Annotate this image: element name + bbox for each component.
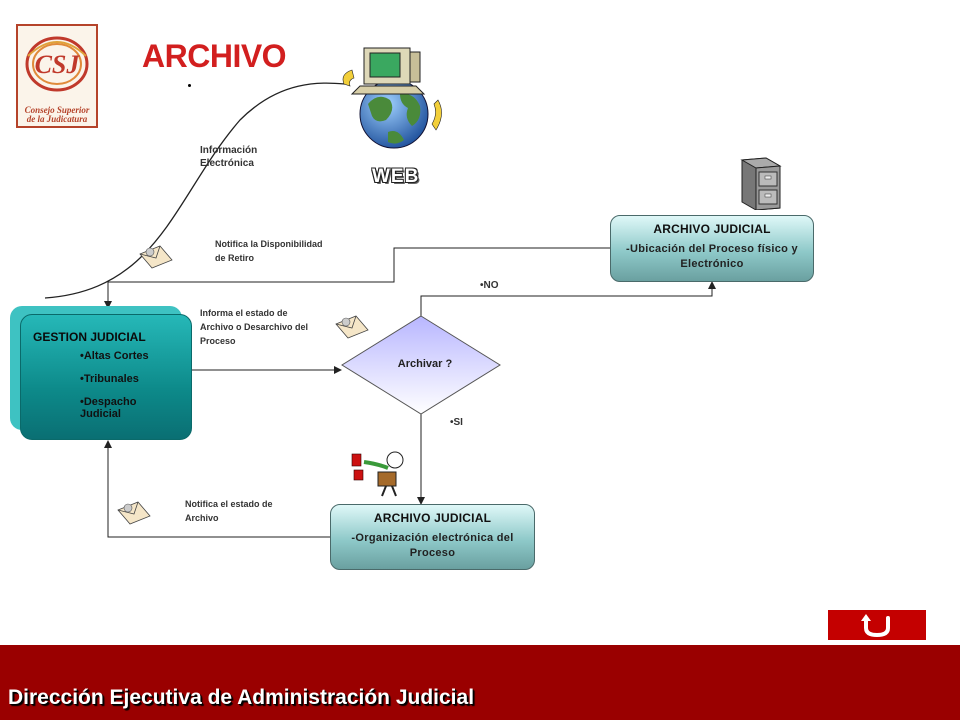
web-label: WEB xyxy=(372,166,420,187)
archivo-top-subtitle: -Ubicación del Proceso físico y Electrón… xyxy=(626,243,798,270)
logo-line1: Consejo Superior xyxy=(24,105,90,115)
line-no xyxy=(420,281,716,318)
line-archivo-to-gestion xyxy=(104,247,610,309)
envelope-icon xyxy=(335,315,369,339)
computer-globe-icon xyxy=(342,47,442,149)
filing-cabinet-icon xyxy=(740,157,782,210)
footer-text: Dirección Ejecutiva de Administración Ju… xyxy=(8,686,475,709)
list-item: •Tribunales xyxy=(80,373,139,385)
label-line: Notifica el estado de xyxy=(185,499,273,509)
envelope-icon xyxy=(117,501,151,525)
label-notifica-disponibilidad: Notifica la Disponibilidad de Retiro xyxy=(215,237,323,265)
archivo-judicial-top-box: ARCHIVO JUDICIAL -Ubicación del Proceso … xyxy=(610,215,814,282)
curve-to-web xyxy=(44,82,346,299)
label-no: •NO xyxy=(480,280,499,291)
label-line: de Retiro xyxy=(215,253,255,263)
label-informacion-electronica: Información Electrónica xyxy=(200,144,257,170)
archivo-judicial-bottom-box: ARCHIVO JUDICIAL -Organización electróni… xyxy=(330,504,535,570)
gestion-title: GESTION JUDICIAL xyxy=(33,330,146,344)
logo-line2: de la Judicatura xyxy=(26,114,88,124)
envelope-icon xyxy=(139,245,173,269)
label-line: Archivo o Desarchivo del xyxy=(200,322,309,332)
bullet-dot xyxy=(188,84,191,87)
back-arrow-icon xyxy=(861,614,890,638)
label-line: Electrónica xyxy=(200,158,254,169)
logo-monogram: CSJ xyxy=(34,50,80,79)
footer-bar xyxy=(0,645,960,720)
label-line: Información xyxy=(200,145,258,156)
archivo-bottom-subtitle: -Organización electrónica del Proceso xyxy=(351,532,514,559)
archivo-bottom-title: ARCHIVO JUDICIAL xyxy=(373,511,492,525)
label-line: Informa el estado de xyxy=(200,308,288,318)
decision-diamond xyxy=(341,315,501,415)
label-line: Proceso xyxy=(200,336,236,346)
csj-logo: CSJ Consejo Superior de la Judicatura xyxy=(16,24,98,128)
label-line: Archivo xyxy=(185,513,219,523)
label-line: Notifica la Disponibilidad xyxy=(215,239,323,249)
label-informa-estado: Informa el estado de Archivo o Desarchiv… xyxy=(200,306,308,348)
archivo-top-title: ARCHIVO JUDICIAL xyxy=(653,222,771,236)
decision-label: Archivar ? xyxy=(397,358,453,370)
gestion-list: •Altas Cortes •Tribunales •Despacho Judi… xyxy=(80,350,191,420)
line-bottom-to-gestion xyxy=(104,440,330,538)
page-title: ARCHIVO xyxy=(142,38,287,74)
list-item: •Despacho Judicial xyxy=(80,396,137,420)
label-si: •SI xyxy=(450,417,463,428)
back-button[interactable] xyxy=(828,610,926,640)
person-carrying-icon xyxy=(351,451,404,497)
gestion-judicial-box: GESTION JUDICIAL •Altas Cortes •Tribunal… xyxy=(20,314,192,440)
label-notifica-estado: Notifica el estado de Archivo xyxy=(185,497,273,525)
list-item: •Altas Cortes xyxy=(80,350,149,362)
